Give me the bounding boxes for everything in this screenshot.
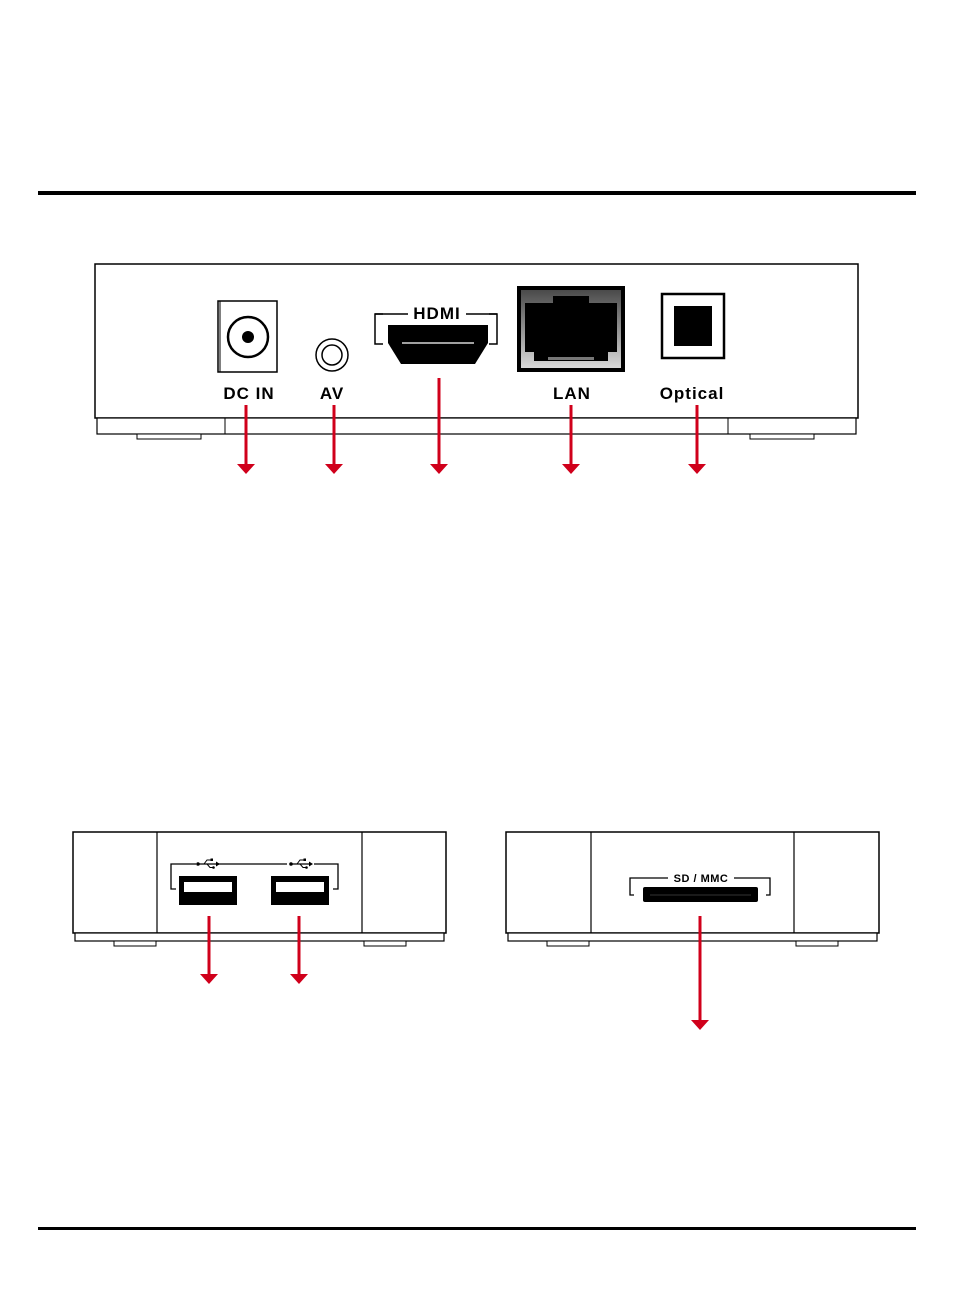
sd-card-slot [643,887,758,902]
rear-panel-base [97,418,856,434]
usb-panel-base [75,933,444,941]
usb-port-1 [179,876,237,905]
label-hdmi: HDMI [413,304,460,323]
card-panel-base [508,933,877,941]
rear-panel: DC IN AV HDMI LAN Optical [95,264,858,439]
label-lan: LAN [553,384,591,403]
usb-panel-body [73,832,446,933]
label-av: AV [320,384,344,403]
side-usb-panel [73,832,446,946]
lan-port [517,286,625,372]
rear-foot-right [750,434,814,439]
label-dc-in: DC IN [223,384,274,403]
optical-port [662,294,724,358]
label-optical: Optical [660,384,725,403]
usb-port-2 [271,876,329,905]
dc-in-port [218,301,277,372]
av-port [316,339,348,371]
label-sd-mmc: SD / MMC [674,873,729,885]
side-card-panel: SD / MMC [506,832,879,946]
rear-foot-left [137,434,201,439]
